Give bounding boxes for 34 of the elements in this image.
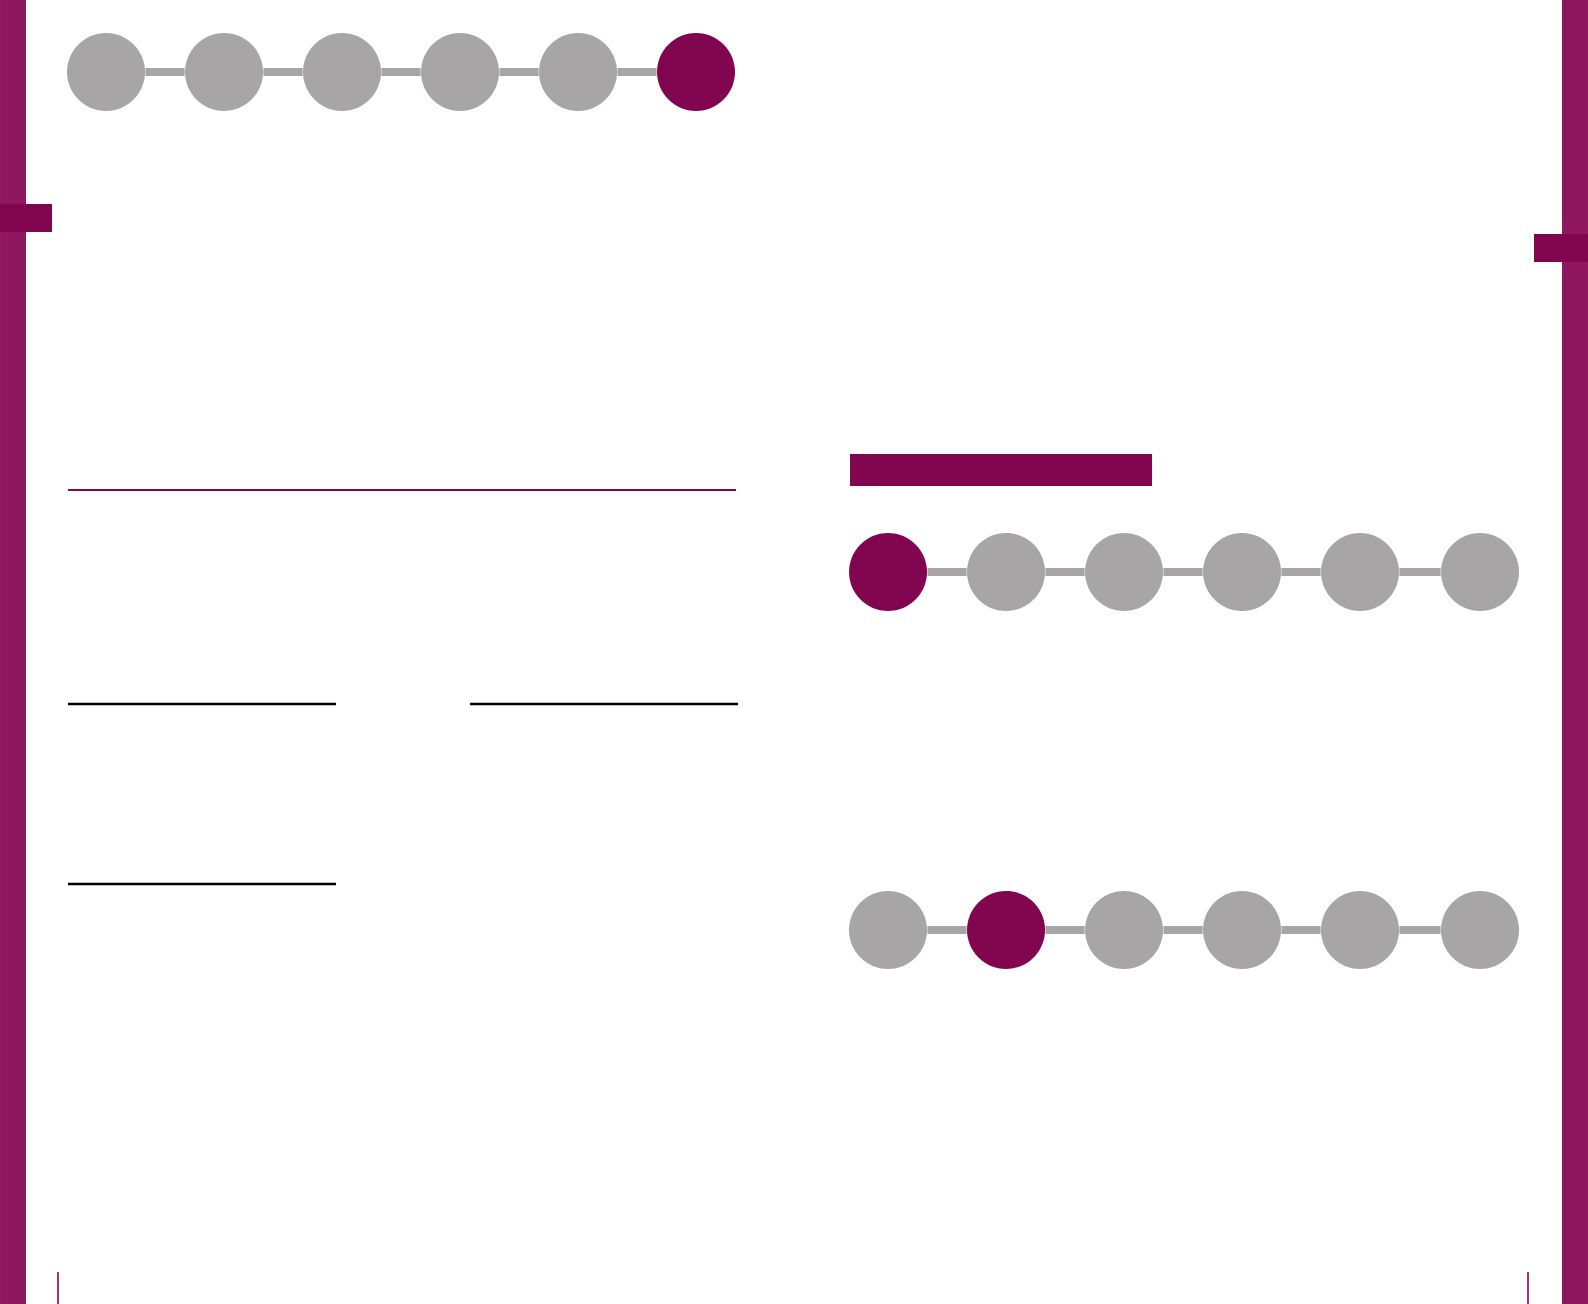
step-circle xyxy=(421,32,499,111)
step-circle xyxy=(1321,890,1399,969)
connector-line xyxy=(1163,925,1203,934)
step-circle xyxy=(185,32,263,111)
step-circle xyxy=(849,890,927,969)
connector-line xyxy=(1045,567,1085,576)
step-circle xyxy=(303,32,381,111)
step-circle xyxy=(849,532,927,611)
connector-line xyxy=(1281,567,1321,576)
step-circle xyxy=(657,32,735,111)
step-circle xyxy=(967,532,1045,611)
connector-line xyxy=(145,67,185,76)
connector-line xyxy=(381,67,421,76)
connector-line xyxy=(927,567,967,576)
connector-line xyxy=(1399,925,1441,934)
step-circle xyxy=(1085,532,1163,611)
step-circle xyxy=(67,32,145,111)
connector-line xyxy=(263,67,303,76)
step-circle xyxy=(539,32,617,111)
step-circle xyxy=(1085,890,1163,969)
connector-line xyxy=(1281,925,1321,934)
step-circle xyxy=(1441,532,1519,611)
connector-line xyxy=(1045,925,1085,934)
connector-line xyxy=(927,925,967,934)
step-circle xyxy=(967,890,1045,969)
step-circle xyxy=(1441,890,1519,969)
connector-line xyxy=(1399,567,1441,576)
connector-line xyxy=(617,67,657,76)
connector-line xyxy=(1163,567,1203,576)
step-circle xyxy=(1203,532,1281,611)
heading-bar xyxy=(850,453,1152,486)
step-circle xyxy=(1321,532,1399,611)
step-circle xyxy=(1203,890,1281,969)
connector-line xyxy=(499,67,539,76)
